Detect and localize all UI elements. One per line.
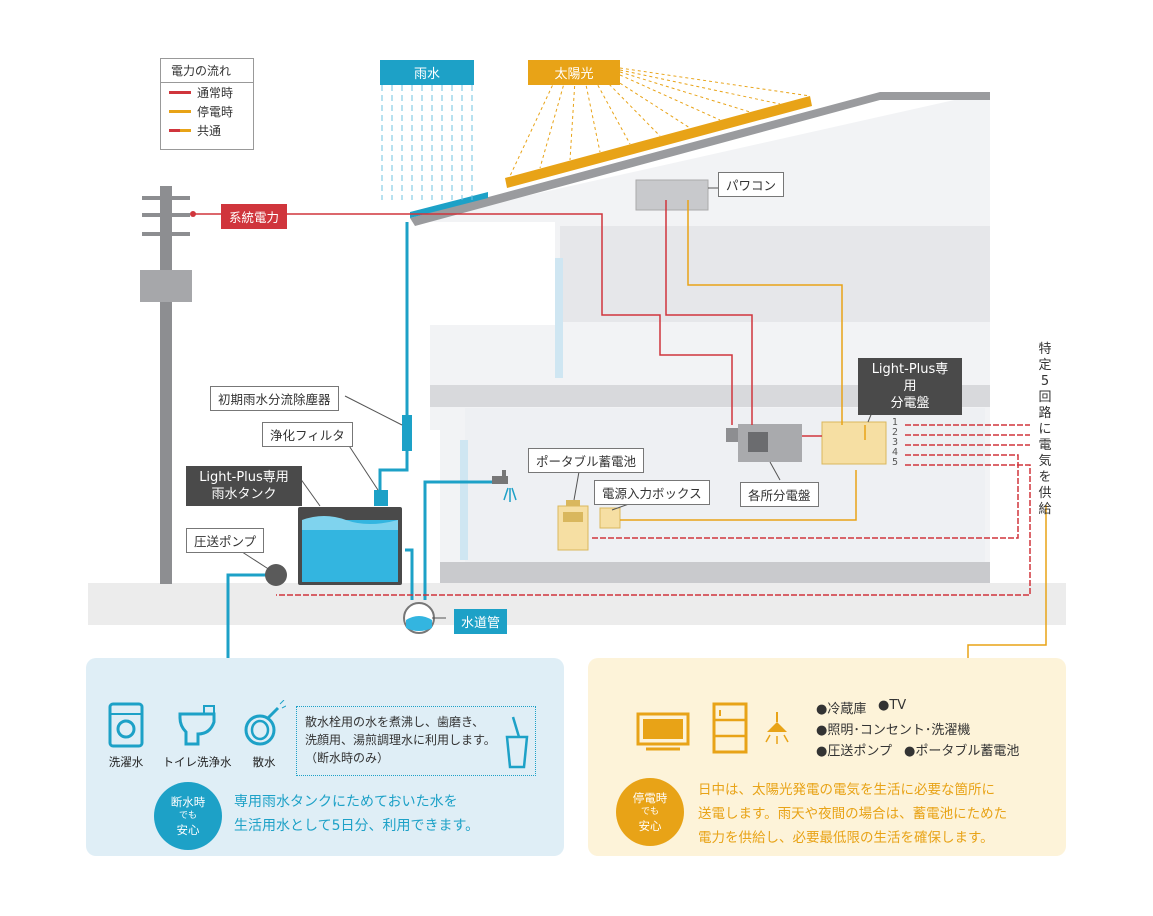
lp-panel-label: Light-Plus専用 分電盤 [858, 358, 962, 415]
solar-panel [505, 96, 812, 188]
tank-label-line1: Light-Plus専用 [199, 470, 289, 485]
badge-line: 停電時 [632, 791, 668, 805]
power-panel-line: 電力を供給し、必要最低限の生活を確保します。 [698, 830, 994, 846]
rain-label: 雨水 [380, 60, 474, 85]
first-flush-label: 初期雨水分流除塵器 [210, 386, 339, 411]
power-item: ●TV [878, 698, 907, 713]
power-conditioner [635, 179, 709, 211]
circuit-numbers: 1 2 3 4 5 [892, 418, 898, 468]
first-flush-device [402, 415, 412, 451]
rain-lines [381, 85, 473, 200]
power-item: ●ポータブル蓄電池 [904, 744, 1020, 759]
solar-label: 太陽光 [528, 60, 620, 85]
window-pane [460, 440, 468, 560]
power-panel-line: 送電します。雨天や夜間の場合は、蓄電池にためた [698, 806, 1008, 822]
badge-line: 安心 [176, 823, 200, 837]
water-panel-line: 生活用水として5日分、利用できます。 [234, 818, 480, 834]
water-outage-badge: 断水時 でも 安心 [154, 782, 222, 850]
breaker-panel-label: 各所分電盤 [740, 482, 819, 507]
toilet-icon [178, 705, 216, 746]
power-item: ●圧送ポンプ [816, 744, 892, 759]
hose-icon [244, 700, 286, 746]
water-panel-line: 専用雨水タンクにためておいた水を [234, 794, 458, 810]
lp-panel-label-line2: 分電盤 [890, 396, 930, 411]
power-input-box-device [599, 507, 621, 529]
sun-rays [509, 67, 811, 177]
portable-battery-label: ポータブル蓄電池 [528, 448, 645, 473]
boil-note-line: 散水栓用の水を煮沸し、歯磨き、 [305, 715, 485, 729]
downspout [226, 222, 500, 670]
backup-power-line [620, 200, 866, 521]
washing-machine-icon [108, 702, 144, 748]
badge-line: 断水時 [170, 795, 206, 809]
tank-label-line2: 雨水タンク [211, 487, 277, 502]
ground [88, 583, 1066, 625]
lp-panel-label-line1: Light-Plus専用 [871, 362, 949, 394]
legend-label: 通常時 [197, 86, 234, 100]
circuit-number: 1 [892, 417, 899, 428]
pcs-label: パワコン [718, 172, 785, 197]
grid-power-line [193, 200, 822, 437]
boil-note-text: 散水栓用の水を煮沸し、歯磨き、 洗顔用、湯煎調理水に利用します。 （断水時のみ） [305, 713, 496, 767]
floor-slab [430, 385, 990, 407]
water-panel-text: 専用雨水タンクにためておいた水を 生活用水として5日分、利用できます。 [234, 790, 479, 838]
breaker-panel-device [726, 424, 802, 462]
lower-room [465, 408, 985, 568]
purification-filter [374, 490, 388, 506]
legend-swatch [169, 91, 191, 94]
legend-swatch [169, 129, 191, 132]
upper-room [560, 226, 990, 322]
legend-item-common: 共通 [161, 121, 253, 140]
badge-line: 安心 [638, 819, 662, 833]
power-item: ●照明･コンセント･洗濯機 [816, 723, 971, 738]
filter-label: 浄化フィルタ [262, 422, 353, 447]
floor-base [440, 562, 990, 583]
water-main-label: 水道管 [454, 609, 508, 634]
circuit-number: 2 [892, 427, 899, 438]
window-pane [555, 258, 563, 378]
power-input-box-label: 電源入力ボックス [594, 480, 710, 505]
legend-item-normal: 通常時 [161, 83, 253, 102]
water-icon-label: トイレ洗浄水 [162, 755, 232, 769]
faucet [492, 470, 517, 502]
utility-pole [140, 186, 192, 584]
refrigerator-icon [712, 702, 748, 754]
legend-swatch [169, 110, 191, 113]
circuit-number: 5 [892, 457, 899, 468]
badge-line: でも [178, 811, 197, 821]
tv-icon [636, 712, 690, 751]
water-icon-label: 散水 [252, 755, 276, 769]
toothbrush-cup-icon [505, 716, 529, 769]
power-item: ●冷蔵庫 [816, 702, 867, 717]
power-outage-badge: 停電時 でも 安心 [616, 778, 684, 846]
badge-line: でも [640, 807, 659, 817]
specific-circuits-label: 特定5回路に電気を供給 [1038, 342, 1052, 517]
boil-note-box: 散水栓用の水を煮沸し、歯磨き、 洗顔用、湯煎調理水に利用します。 （断水時のみ） [296, 706, 536, 776]
legend-label: 共通 [197, 124, 222, 138]
portable-battery-device [557, 500, 589, 551]
pump-label: 圧送ポンプ [186, 528, 265, 553]
boil-note-line: （断水時のみ） [305, 751, 390, 765]
water-main [403, 602, 435, 634]
legend-item-outage: 停電時 [161, 102, 253, 121]
circuit-number: 3 [892, 437, 899, 448]
power-panel-text: 日中は、太陽光発電の電気を生活に必要な箇所に 送電します。雨天や夜間の場合は、蓄… [698, 778, 1007, 850]
circuit-number: 4 [892, 447, 899, 458]
grid-power-label: 系統電力 [221, 204, 288, 229]
ceiling-light-icon [765, 712, 789, 744]
legend-title: 電力の流れ [161, 59, 253, 83]
power-panel-line: 日中は、太陽光発電の電気を生活に必要な箇所に [698, 782, 995, 798]
power-flow-legend: 電力の流れ 通常時 停電時 共通 [160, 58, 254, 150]
rainwater-tank [298, 507, 402, 585]
legend-label: 停電時 [197, 105, 234, 119]
pump-device [265, 564, 287, 586]
boil-note-line: 洗顔用、湯煎調理水に利用します。 [305, 733, 496, 747]
lightplus-panel-device [821, 421, 887, 465]
rain-gutter [410, 192, 488, 218]
tank-label: Light-Plus専用 雨水タンク [186, 466, 302, 506]
water-icon-label: 洗濯水 [108, 755, 144, 769]
